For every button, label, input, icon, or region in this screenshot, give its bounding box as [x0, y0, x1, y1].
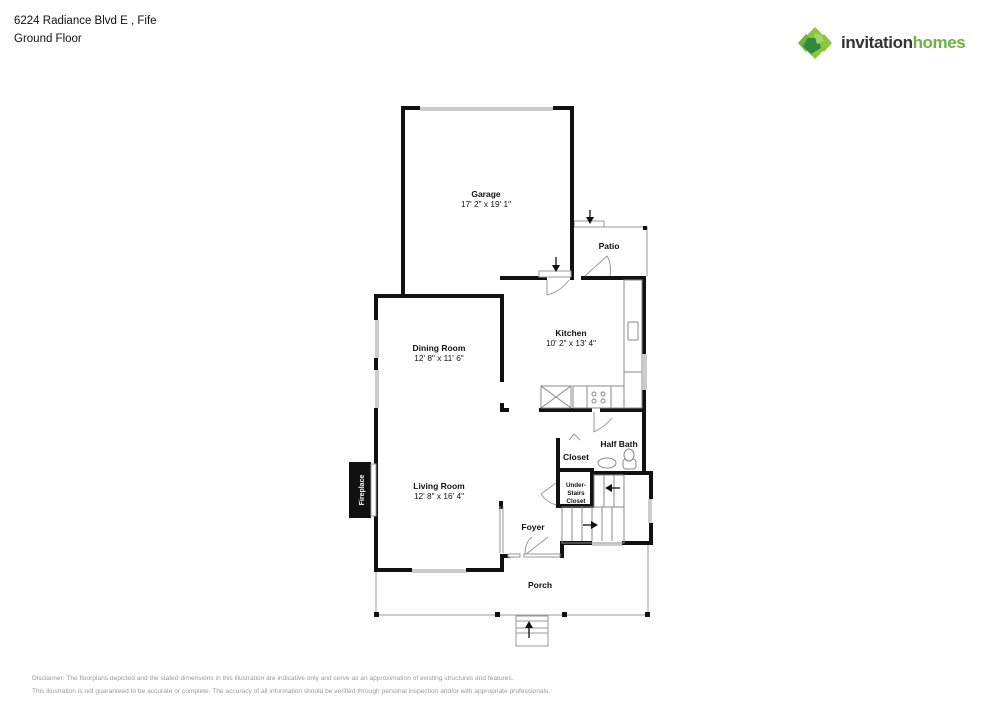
porch-outline — [375, 543, 649, 616]
kitchen-counters — [540, 279, 643, 409]
stairs-arrow-icon — [583, 484, 620, 529]
windows — [375, 107, 652, 573]
floor-label: Ground Floor — [14, 33, 82, 45]
svg-text:Fireplace: Fireplace — [359, 475, 366, 506]
porch-label: Porch — [528, 580, 552, 590]
half-bath-fixtures — [597, 448, 637, 470]
kitchen-dims: 10' 2" x 13' 4" — [546, 338, 596, 348]
dining-room-dims: 12' 8" x 11' 6" — [414, 353, 464, 363]
disclaimer-line-1: Disclaimer: The floorplans depicted and … — [32, 675, 514, 682]
garage-door-arrow-icon — [552, 257, 560, 272]
garage-label: Garage — [471, 189, 501, 199]
closet-label: Closet — [563, 452, 589, 462]
foyer-label: Foyer — [521, 522, 545, 532]
clover-diamond-icon — [798, 27, 832, 59]
disclaimer-line-2: This illustration is not guaranteed to b… — [32, 688, 551, 695]
porch-posts — [374, 612, 650, 617]
kitchen-label: Kitchen — [555, 328, 586, 338]
property-address: 6224 Radiance Blvd E , Fife — [14, 15, 157, 27]
fireplace: Fireplace — [349, 462, 377, 518]
porch-steps — [515, 615, 549, 647]
doors — [507, 255, 613, 558]
garage-dims: 17' 2" x 19' 1" — [461, 199, 511, 209]
dining-room-label: Dining Room — [413, 343, 466, 353]
stairs — [561, 474, 625, 544]
under-stairs-line2: Stairs — [567, 490, 585, 497]
half-bath-label: Half Bath — [600, 439, 637, 449]
brand-logo: invitationhomes — [797, 26, 966, 60]
patio-post — [643, 226, 647, 230]
living-room-dims: 12' 8" x 16' 4" — [414, 491, 464, 501]
under-stairs-line1: Under- — [566, 482, 586, 489]
under-stairs-line3: Closet — [567, 498, 586, 505]
porch-entry-arrow-icon — [525, 621, 533, 638]
living-room-label: Living Room — [413, 481, 465, 491]
brand-name: invitationhomes — [841, 33, 966, 52]
patio-label: Patio — [599, 241, 620, 251]
patio-entry-arrow-icon — [586, 210, 594, 224]
